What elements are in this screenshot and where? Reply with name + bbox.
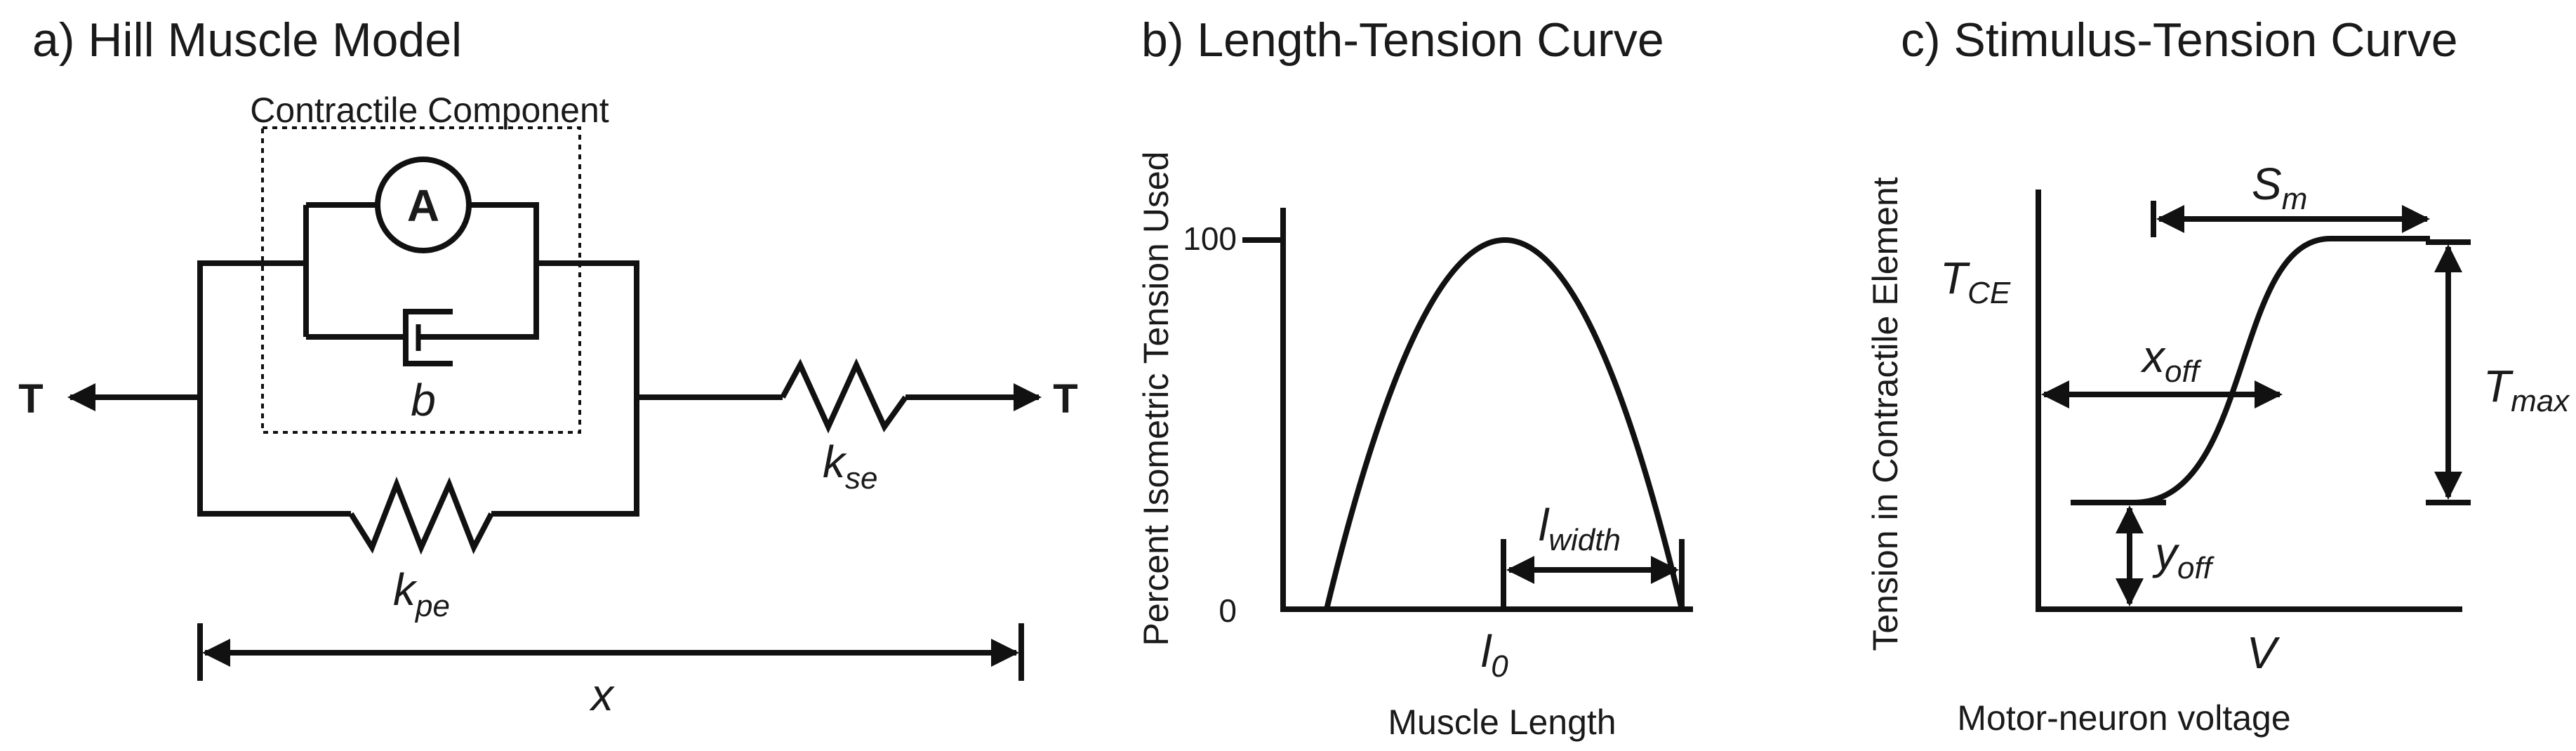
xoff-label: xoff [2140,331,2203,389]
right-force-label: T [1053,376,1077,422]
left-force-label: T [18,376,43,422]
series-spring-label: kse [823,437,877,496]
contractile-component-label: Contractile Component [250,91,609,130]
yoff-label: yoff [2152,528,2215,585]
x-axis-label: Muscle Length [1388,703,1616,742]
panel-c-title: c) Stimulus-Tension Curve [1901,13,2458,67]
panel-a-title: a) Hill Muscle Model [32,13,462,67]
sigmoid-curve [2071,236,2430,505]
y-variable-label: TCE [1940,253,2011,310]
panel-b-title: b) Length-Tension Curve [1141,13,1664,67]
damper-cylinder [403,309,453,366]
sm-label: Sm [2252,159,2307,216]
length-variable: x [589,670,615,720]
tmax-label: Tmax [2483,361,2570,418]
x-variable-label: V [2247,627,2280,678]
panel-length-tension: b) Length-Tension Curve Percent Isometri… [1136,13,1693,742]
panel-hill-muscle-model: a) Hill Muscle Model Contractile Compone… [18,13,1077,720]
panel-stimulus-tension: c) Stimulus-Tension Curve Tension in Con… [1866,13,2570,738]
y-axis-label-c: Tension in Contractile Element [1866,177,1905,651]
contractile-component-box [261,126,581,434]
parallel-spring-label: kpe [393,564,450,623]
activation-symbol: A [407,180,439,231]
width-label: lwidth [1539,500,1621,557]
y-tick-100: 100 [1183,220,1237,257]
peak-label: l0 [1481,626,1508,684]
damper-variable: b [411,375,436,425]
y-axis-label: Percent Isometric Tension Used [1136,152,1176,646]
x-axis-label-c: Motor-neuron voltage [1957,698,2290,738]
y-tick-0: 0 [1219,592,1237,629]
series-spring [780,358,908,434]
length-tension-curve [1324,237,1685,610]
activation-element-circle [375,157,472,253]
parallel-spring [348,476,494,555]
